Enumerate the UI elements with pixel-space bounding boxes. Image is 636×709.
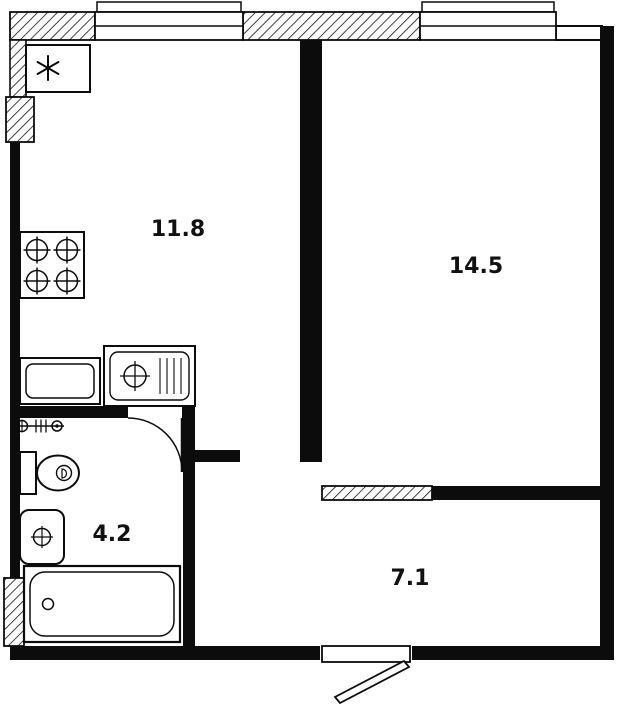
top-wall-segment [242, 11, 421, 41]
kitchen-fixtures [19, 44, 196, 407]
tub-drain [41, 597, 55, 611]
burner-icon [23, 267, 51, 295]
door-swing-arc [127, 417, 183, 473]
entrance-door-icon [321, 645, 411, 705]
toilet-bowl [36, 454, 80, 492]
room-labels: 11.8 14.5 4.2 7.1 [93, 217, 504, 591]
vent-shaft-box [25, 44, 91, 93]
toilet-icon [19, 451, 80, 495]
plumbing-riser-icon [14, 419, 64, 433]
stove-body [19, 231, 85, 299]
bathtub-icon [22, 564, 182, 644]
room-partition-wall [321, 485, 433, 501]
toilet-cistern [19, 451, 37, 495]
vent-shaft [25, 44, 91, 93]
bathroom-area-label: 4.2 [93, 522, 132, 547]
window-sill [421, 1, 555, 13]
right-wall [600, 26, 614, 660]
bathroom-top-wall [10, 406, 128, 418]
bathroom-door-icon [127, 417, 184, 473]
exterior-walls [3, 11, 614, 660]
drainboard-lines [159, 358, 182, 394]
stove-icon [19, 231, 85, 299]
bathroom-fixtures [12, 417, 184, 644]
bottom-wall-segment [412, 646, 614, 660]
kitchen-sink-icon [103, 345, 196, 407]
kitchen-area-label: 11.8 [151, 217, 205, 242]
bottom-wall-segment [10, 646, 320, 660]
washbasin-icon [12, 509, 65, 565]
top-wall-thin-segment [555, 25, 603, 41]
kitchen-room-wall [300, 40, 322, 462]
window-icon [94, 1, 244, 41]
door-threshold [321, 645, 411, 663]
left-wall-segment [9, 39, 27, 98]
hallway-area-label: 7.1 [391, 566, 430, 591]
left-wall-segment [10, 410, 20, 580]
window-sill [96, 1, 242, 13]
interior-walls [10, 40, 600, 646]
living-room-area-label: 14.5 [449, 254, 503, 279]
bathroom-side-wall [183, 406, 195, 646]
room-bottom-wall [432, 486, 600, 500]
left-wall-pier [5, 96, 35, 143]
window-icon [419, 1, 557, 41]
burner-icon [53, 236, 81, 264]
kitchen-hall-wall [195, 450, 240, 462]
washing-machine-icon [19, 357, 101, 405]
door-leaf [333, 659, 411, 705]
burner-icon [53, 267, 81, 295]
windows [94, 1, 557, 41]
left-wall-segment [10, 142, 20, 410]
top-wall-segment [9, 11, 96, 41]
burner-icon [23, 236, 51, 264]
left-wall-corner-block [3, 577, 25, 647]
vent-asterisk-icon [36, 55, 60, 81]
